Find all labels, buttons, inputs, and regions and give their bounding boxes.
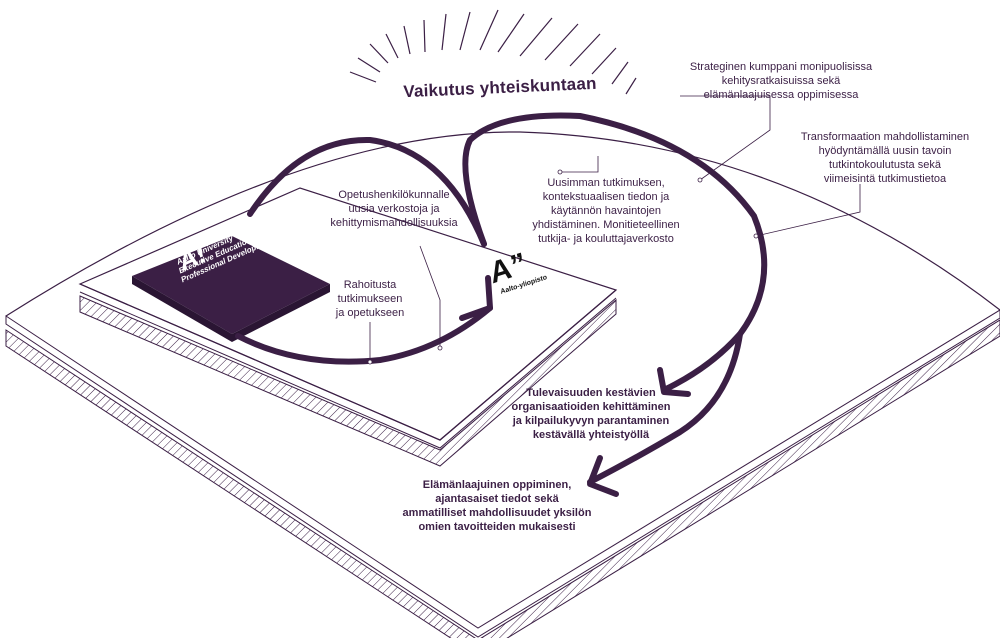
label-line: Tulevaisuuden kestävien [526, 387, 656, 399]
label-line: kontekstuaalisen tiedon ja [542, 191, 670, 203]
label-line: Strateginen kumppani monipuolisissa [689, 61, 873, 73]
arrow-heads [459, 275, 691, 497]
executive-block [132, 236, 330, 342]
label-line: organisaatioiden kehittäminen [511, 401, 671, 413]
sun-rays [349, 9, 637, 95]
label-line: ja kilpailukyvyn parantaminen [512, 415, 670, 427]
label-funding: Rahoitusta tutkimukseen ja opetukseen [330, 278, 410, 320]
label-line: hyödyntämällä uusin tavoin [818, 145, 952, 157]
label-line: Elämänlaajuinen oppiminen, [422, 479, 572, 491]
label-future-organisations: Tulevaisuuden kestävien organisaatioiden… [496, 386, 686, 442]
label-line: elämänlaajuisessa oppimisessa [703, 89, 859, 101]
label-line: uusia verkostoja ja [348, 203, 440, 215]
label-line: tutkimukseen [337, 293, 403, 305]
label-teacher-networks: Opetushenkilökunnalle uusia verkostoja j… [318, 188, 470, 230]
label-line: yhdistäminen. Monitieteellinen [532, 219, 680, 231]
label-line: tutkintokoulutusta sekä [829, 159, 941, 171]
label-line: kehitysratkaisuissa sekä [721, 75, 841, 87]
label-line: Transformaation mahdollistaminen [800, 131, 970, 143]
label-line: Opetushenkilökunnalle [338, 189, 450, 201]
label-line: Uusimman tutkimuksen, [547, 177, 665, 189]
label-line: tutkija- ja kouluttajaverkosto [538, 233, 674, 245]
label-line: ja opetukseen [335, 307, 405, 319]
label-line: käytännön havaintojen [550, 205, 662, 217]
label-line: omien tavoitteiden mukaisesti [418, 521, 576, 533]
label-transformation: Transformaation mahdollistaminen hyödynt… [788, 130, 982, 186]
label-line: Rahoitusta [343, 279, 397, 291]
label-line: viimeisintä tutkimustietoa [823, 173, 947, 185]
label-research-combination: Uusimman tutkimuksen, kontekstuaalisen t… [518, 176, 694, 246]
label-strategic-partner: Strateginen kumppani monipuolisissa kehi… [676, 60, 886, 102]
label-line: kestävällä yhteistyöllä [532, 429, 650, 441]
label-line: ammatilliset mahdollisuudet yksilön [402, 507, 592, 519]
label-line: ajantasaiset tiedot sekä [435, 493, 559, 505]
label-line: kehittymismahdollisuuksia [330, 217, 458, 229]
leader-lines [369, 95, 861, 362]
loop-arrows [235, 112, 768, 485]
leader-dots [367, 169, 759, 365]
label-lifelong-learning: Elämänlaajuinen oppiminen, ajantasaiset … [400, 478, 594, 534]
